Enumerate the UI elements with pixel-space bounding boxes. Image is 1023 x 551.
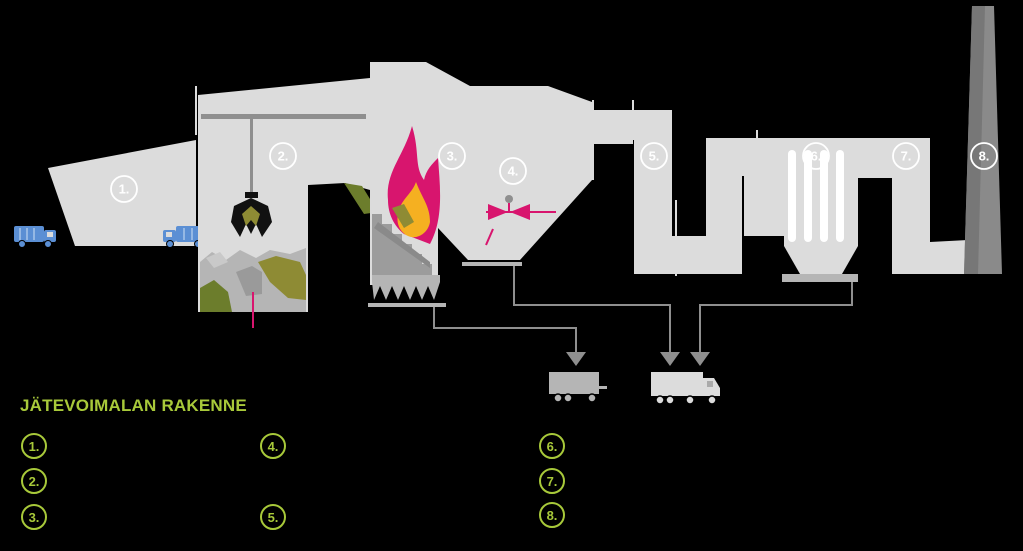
arrow-down-icon (690, 352, 710, 366)
stage-marker-circle (640, 142, 668, 170)
legend-item-1: 1. (21, 433, 47, 459)
legend-item-7: 7. (539, 468, 565, 494)
stage-marker-label: 3. (447, 149, 458, 164)
stage-marker-4: 4. (499, 157, 527, 185)
ash-flow-lines (433, 266, 853, 354)
waste-truck-icon (14, 226, 56, 248)
stage-marker-circle (802, 142, 830, 170)
flame-icon (387, 126, 441, 244)
stage-marker-7: 7. (892, 142, 920, 170)
stage-marker-circle (892, 142, 920, 170)
stage-marker-label: 4. (508, 164, 519, 179)
legend-title: JÄTEVOIMALAN RAKENNE (20, 396, 247, 415)
flue-gas-duct (634, 110, 784, 274)
filter-bags (788, 150, 844, 242)
stage-marker-5: 5. (640, 142, 668, 170)
legend-item-3: 3. (21, 504, 47, 530)
stage-marker-2: 2. (269, 142, 297, 170)
stage-marker-label: 7. (901, 149, 912, 164)
stage-marker-circle (110, 175, 138, 203)
ash-truck-icon (549, 372, 607, 403)
stage-marker-1: 1. (110, 175, 138, 203)
arrow-down-icon (566, 352, 586, 366)
stage-marker-label: 8. (979, 149, 990, 164)
stage-marker-label: 5. (649, 149, 660, 164)
stage-marker-3: 3. (438, 142, 466, 170)
stack-duct (858, 138, 968, 274)
legend-item-4: 4. (260, 433, 286, 459)
arrow-down-icon (660, 352, 680, 366)
stage-marker-circle (438, 142, 466, 170)
stage-marker-circle (970, 142, 998, 170)
ash-hopper (372, 275, 440, 300)
legend-item-8: 8. (539, 502, 565, 528)
stage-marker-6: 6. (802, 142, 830, 170)
stage-marker-circle (499, 157, 527, 185)
grab-crane-icon (231, 192, 272, 237)
stage-marker-8: 8. (970, 142, 998, 170)
crane-rail (201, 114, 366, 119)
stage-marker-label: 1. (119, 182, 130, 197)
stage-marker-circle (269, 142, 297, 170)
legend-item-5: 5. (260, 504, 286, 530)
legend-item-6: 6. (539, 433, 565, 459)
ash-truck-icon (651, 372, 720, 405)
stage-marker-label: 6. (811, 149, 822, 164)
valve-icon (485, 195, 556, 246)
legend-item-2: 2. (21, 468, 47, 494)
stage-marker-label: 2. (278, 149, 289, 164)
tipping-hall (48, 140, 196, 246)
stage-markers: 1. 2. 3. 4. 5. 6. 7. 8. (110, 142, 998, 203)
